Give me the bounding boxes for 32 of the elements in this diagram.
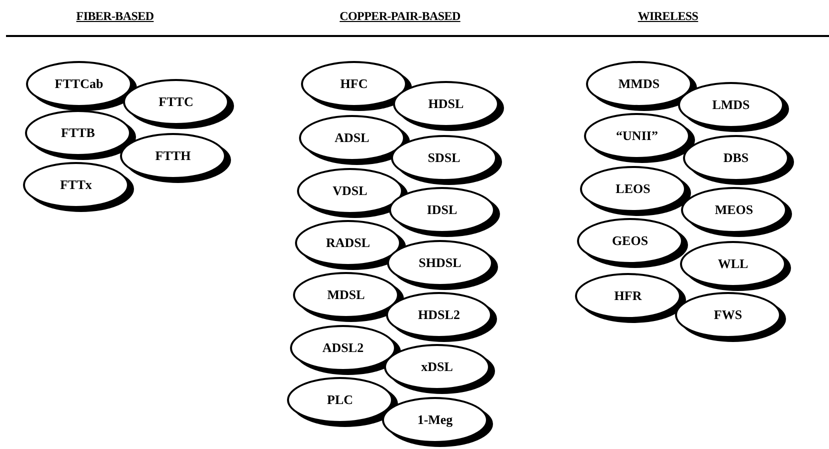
node-label: GEOS xyxy=(612,232,648,250)
node-label: IDSL xyxy=(426,201,458,220)
node-label: FWS xyxy=(714,306,742,324)
node-label: HDSL2 xyxy=(418,306,460,324)
node-label: FTTC xyxy=(158,93,194,112)
node-label: HFC xyxy=(340,75,368,94)
column-heading: WIRELESS xyxy=(638,8,698,25)
node-label: HDSL xyxy=(428,95,464,114)
node-label: RADSL xyxy=(326,234,370,252)
node-label: MMDS xyxy=(618,75,660,94)
node-label: DBS xyxy=(723,149,749,168)
node-label: WLL xyxy=(718,255,748,274)
column-heading: COPPER-PAIR-BASED xyxy=(340,8,460,25)
node-label: SHDSL xyxy=(418,254,462,272)
node-label: SDSL xyxy=(428,149,460,168)
node-label: ADSL2 xyxy=(322,339,364,358)
node-label: FTTB xyxy=(61,124,95,142)
node-label: FTTCab xyxy=(54,75,104,94)
node-label: FTTx xyxy=(60,176,92,194)
node-label: LEOS xyxy=(616,180,650,198)
node-label: 1-Meg xyxy=(417,411,453,430)
node-label: LMDS xyxy=(712,96,750,114)
node-label: xDSL xyxy=(421,358,453,376)
node-label: FTTH xyxy=(155,147,191,166)
node-label: MDSL xyxy=(327,286,365,304)
node-label: PLC xyxy=(327,391,353,410)
node-label: VDSL xyxy=(332,182,368,200)
column-heading: FIBER-BASED xyxy=(76,8,154,25)
node-label: ADSL xyxy=(334,129,370,148)
node-label: “UNII” xyxy=(616,127,658,146)
node-label: MEOS xyxy=(714,201,754,220)
node-label: HFR xyxy=(614,287,642,306)
